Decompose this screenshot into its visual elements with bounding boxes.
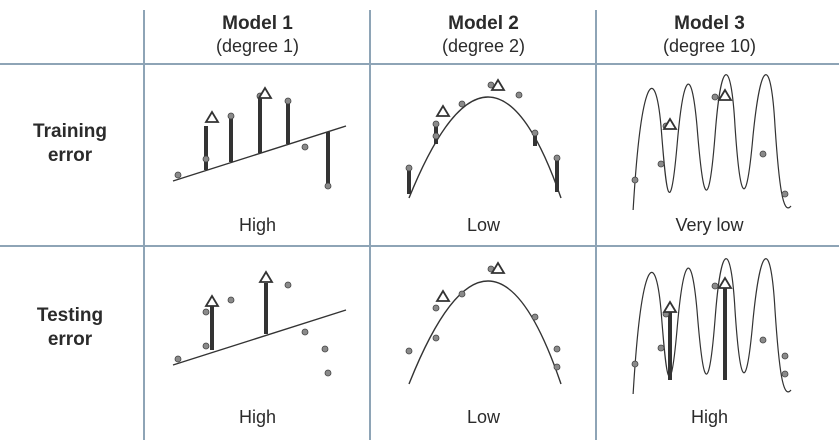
row-title-line-2: error <box>47 329 93 350</box>
plot-model-3-training <box>631 74 792 210</box>
residual-bars <box>204 96 330 186</box>
fit-curve <box>408 280 562 385</box>
fit-line <box>172 309 347 366</box>
test-triangles <box>204 270 274 307</box>
test-triangles <box>662 88 733 130</box>
plot-model-2-testing <box>405 261 562 385</box>
error-arrows <box>210 283 268 350</box>
plot-model-1-testing <box>172 270 347 377</box>
plot-model-2-training <box>405 78 562 199</box>
row-divider-2 <box>0 245 839 247</box>
column-divider-3 <box>595 10 597 440</box>
column-header-model-1: Model 1 (degree 1) <box>145 13 370 57</box>
plot-model-3-testing <box>631 258 792 394</box>
column-subtitle: (degree 1) <box>215 36 300 56</box>
plot-model-1-training <box>172 86 347 190</box>
fit-curve <box>632 74 792 210</box>
test-triangles <box>662 276 733 313</box>
fit-line <box>172 125 347 182</box>
error-arrows <box>668 288 727 380</box>
test-triangles <box>204 86 273 123</box>
fit-curve <box>408 96 562 199</box>
cell-label-model-2-testing: Low <box>466 407 501 427</box>
row-title-line-1: Testing <box>36 305 104 326</box>
column-header-model-2: Model 2 (degree 2) <box>371 13 596 57</box>
data-points <box>174 92 332 190</box>
row-header-training-error: Training error <box>0 120 140 168</box>
column-subtitle: (degree 10) <box>662 36 757 56</box>
cell-label-model-1-training: High <box>238 215 277 235</box>
column-header-model-3: Model 3 (degree 10) <box>597 13 822 57</box>
data-points <box>405 81 561 172</box>
row-title-line-2: error <box>47 145 93 166</box>
row-divider-1 <box>0 63 839 65</box>
cell-label-model-2-training: Low <box>466 215 501 235</box>
fit-curve <box>632 258 792 394</box>
row-header-testing-error: Testing error <box>0 304 140 352</box>
column-subtitle: (degree 2) <box>441 36 526 56</box>
data-points <box>174 281 332 377</box>
data-points <box>631 93 789 198</box>
column-title: Model 2 <box>448 13 519 34</box>
row-title-line-1: Training <box>33 121 107 142</box>
cell-label-model-3-training: Very low <box>675 215 744 235</box>
column-title: Model 3 <box>674 13 745 34</box>
test-triangles <box>435 261 506 302</box>
column-divider-1 <box>143 10 145 440</box>
column-title: Model 1 <box>222 13 293 34</box>
cell-label-model-3-testing: High <box>690 407 729 427</box>
column-divider-2 <box>369 10 371 440</box>
test-triangles <box>435 78 506 117</box>
cell-label-model-1-testing: High <box>238 407 277 427</box>
